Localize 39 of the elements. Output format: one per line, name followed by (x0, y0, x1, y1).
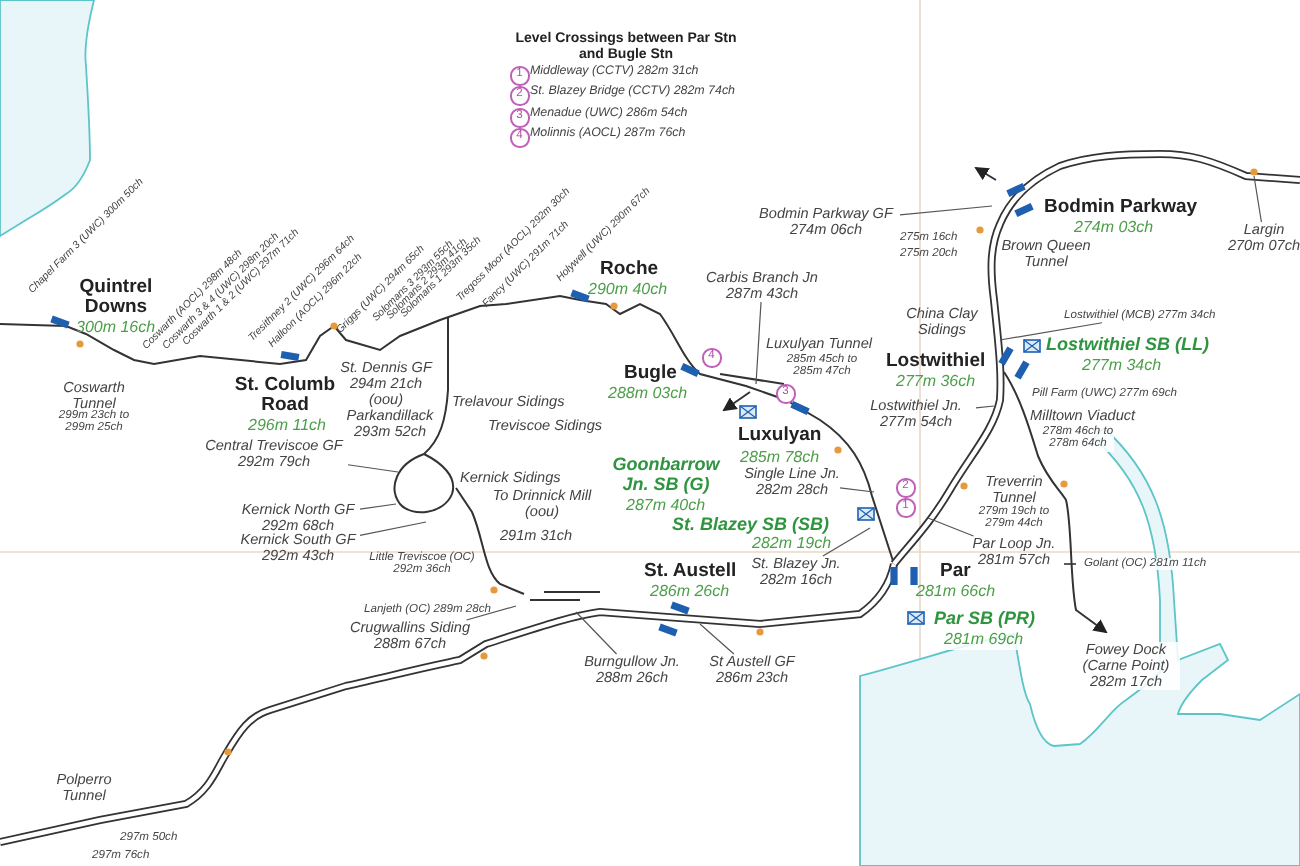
station-name: Par (940, 562, 971, 583)
leader-line (839, 487, 875, 493)
leader-line (575, 611, 618, 655)
mileage: 286m 26ch (650, 584, 730, 602)
mileage: 288m 03ch (608, 386, 688, 404)
mileage: 281m 66ch (916, 584, 996, 602)
leader-line (699, 623, 735, 655)
mileage: 290m 40ch (588, 282, 668, 300)
leader-line (465, 605, 517, 621)
station-name: Bugle (624, 364, 677, 385)
station-name: Roche (600, 260, 659, 281)
signal-box-name: Goonbarrow Jn. SB (G) (610, 456, 723, 496)
leader-line (822, 527, 871, 557)
leader-line (975, 405, 995, 409)
station-name: St. Columb Road (232, 376, 338, 418)
leader-line (755, 301, 762, 385)
leader-line (927, 517, 975, 537)
mileage: 285m 78ch (740, 450, 820, 467)
mileage: 281m 69ch (944, 632, 1024, 650)
leader-line (347, 464, 399, 473)
signal-box-name: Lostwithiel SB (LL) (1046, 336, 1209, 356)
station-name: Luxulyan (738, 426, 822, 447)
station-name: Quintrel Downs (77, 278, 153, 319)
mileage: 274m 03ch (1074, 220, 1154, 238)
leader-line (999, 322, 1103, 341)
station-name: Bodmin Parkway (1044, 198, 1198, 219)
station-name: Lostwithiel (886, 352, 986, 373)
mileage: 277m 36ch (896, 374, 976, 392)
signal-box-name: St. Blazey SB (SB) (672, 516, 830, 536)
mileage: 287m 40ch (626, 498, 706, 516)
mileage: 282m 19ch (752, 536, 832, 554)
mileage: 277m 34ch (1082, 358, 1162, 376)
leader-line (359, 503, 397, 510)
leader-line (359, 521, 427, 536)
signal-box-name: Par SB (PR) (934, 610, 1036, 630)
leader-line (1253, 175, 1262, 223)
leader-line (899, 205, 993, 216)
station-name: St. Austell (644, 562, 737, 583)
mileage: 296m 11ch (248, 418, 326, 436)
